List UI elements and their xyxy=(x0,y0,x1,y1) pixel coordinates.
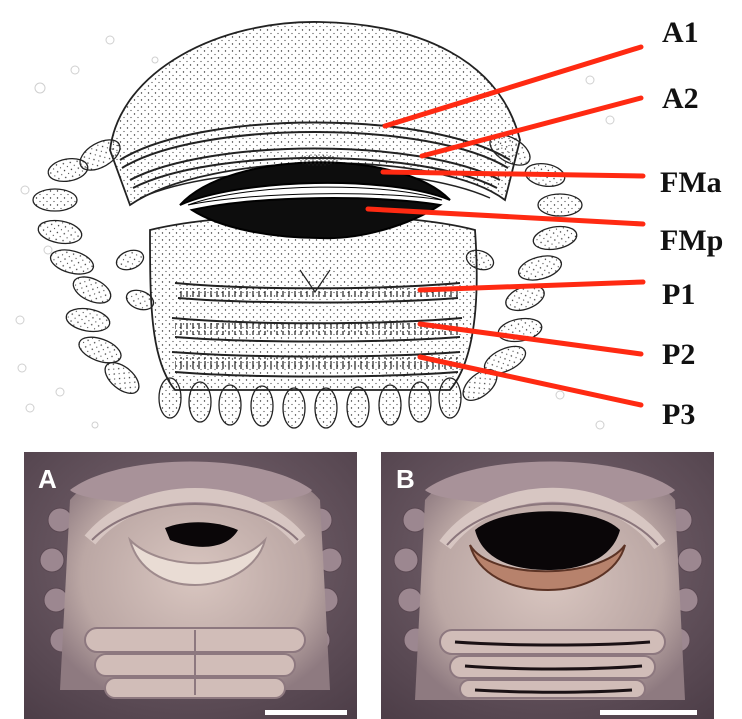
photo-B-letter: B xyxy=(396,464,415,494)
label-FMp: FMp xyxy=(660,224,723,257)
label-P1: P1 xyxy=(662,278,695,311)
photo-panel-B: B xyxy=(381,452,714,719)
photo-A-scale-bar xyxy=(265,710,347,715)
photo-B-scale-bar xyxy=(600,710,697,715)
leader-line-FMa xyxy=(383,172,643,176)
label-P3: P3 xyxy=(662,398,695,431)
photo-A-letter: A xyxy=(38,464,57,494)
photo-panel-A: A xyxy=(24,452,357,719)
jaw-highlight xyxy=(298,154,338,166)
label-A2: A2 xyxy=(662,82,699,115)
structure-labels: A1 A2 FMa FMp P1 P2 P3 xyxy=(660,16,723,431)
label-A1: A1 xyxy=(662,16,699,49)
label-FMa: FMa xyxy=(660,166,722,199)
label-P2: P2 xyxy=(662,338,695,371)
